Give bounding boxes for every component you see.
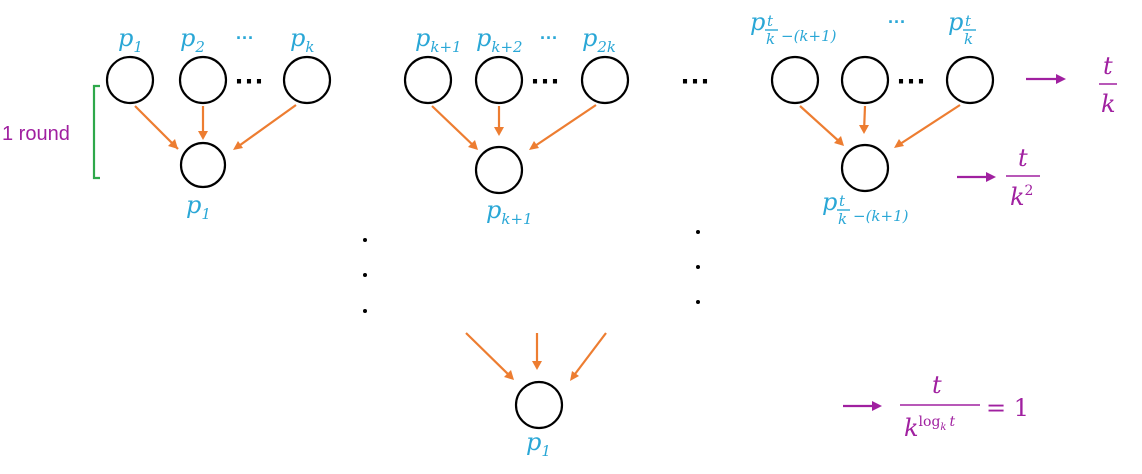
label-sub-tail: −(k+1) bbox=[853, 207, 909, 225]
label-sub-den: k bbox=[964, 30, 973, 48]
count-row2: t k2 bbox=[957, 144, 1040, 211]
group-1: p1 p2 ··· pk ⋯ p1 bbox=[105, 24, 332, 223]
count-den: k2 bbox=[1010, 183, 1033, 211]
node-p2 bbox=[178, 55, 228, 105]
label-sub-den: k bbox=[838, 210, 847, 228]
arrowhead bbox=[529, 141, 539, 150]
arrowhead bbox=[233, 141, 243, 150]
arrowhead bbox=[570, 371, 579, 381]
count-arrowhead bbox=[1056, 74, 1066, 84]
arrowhead bbox=[532, 361, 542, 370]
node-p2k bbox=[580, 55, 630, 105]
node-ellipsis: ⋯ bbox=[234, 65, 264, 98]
arrowhead bbox=[834, 136, 844, 146]
group-2: pk+1 pk+2 ··· p2k ⋯ pk+1 bbox=[403, 24, 630, 228]
label-level1-g3: p bbox=[822, 188, 837, 216]
count-num: t bbox=[1103, 52, 1113, 80]
arrowhead bbox=[894, 139, 904, 148]
vertical-ellipsis-right bbox=[696, 230, 700, 304]
label-sub-den: k bbox=[766, 30, 775, 48]
label-ellipsis: ··· bbox=[888, 12, 906, 32]
node-pk bbox=[282, 55, 332, 105]
arrow bbox=[896, 104, 961, 147]
node-ellipsis: ⋯ bbox=[896, 65, 926, 98]
arrow bbox=[235, 104, 297, 149]
label-p1: p1 bbox=[118, 24, 143, 56]
node-g3-second bbox=[840, 55, 890, 105]
groups-ellipsis: ⋯ bbox=[680, 65, 710, 98]
arrowhead bbox=[168, 139, 178, 149]
node-level1-p1 bbox=[179, 141, 227, 189]
arrow bbox=[531, 104, 597, 149]
label-sub-num: t bbox=[767, 12, 774, 30]
label-sub-tail: −(k+1) bbox=[781, 27, 837, 45]
arrowhead bbox=[468, 140, 478, 150]
count-den: k bbox=[1101, 90, 1116, 118]
node-ellipsis: ⋯ bbox=[530, 65, 560, 98]
count-num: t bbox=[1018, 144, 1028, 172]
label-pk1: pk+1 bbox=[415, 24, 462, 56]
label-root: p1 bbox=[526, 428, 551, 460]
vertical-ellipsis-left bbox=[363, 238, 367, 313]
arrowhead bbox=[494, 127, 504, 136]
label-pk: pk bbox=[290, 24, 314, 56]
arrowhead bbox=[859, 125, 869, 134]
node-pk1 bbox=[403, 55, 453, 105]
count-arrowhead bbox=[872, 401, 882, 411]
arrowhead bbox=[504, 370, 514, 380]
label-p2: p2 bbox=[180, 24, 205, 56]
node-g3-first bbox=[770, 55, 820, 105]
count-row1: t k bbox=[1026, 52, 1117, 118]
label-ellipsis: ··· bbox=[540, 28, 558, 48]
group-3: p t k −(k+1) ··· p t k ⋯ p t k −(k+1) bbox=[750, 8, 995, 228]
label-sub-num: t bbox=[965, 12, 972, 30]
arrow bbox=[465, 332, 513, 379]
label-p-t-over-k: p bbox=[948, 8, 963, 36]
arrow bbox=[134, 105, 179, 150]
arrow bbox=[431, 105, 477, 149]
node-g3-last bbox=[945, 55, 995, 105]
label-p2k: p2k bbox=[582, 24, 616, 56]
root-group: p1 bbox=[465, 332, 607, 460]
label-sub-num: t bbox=[839, 192, 846, 210]
arrow bbox=[571, 332, 607, 379]
node-p1 bbox=[105, 55, 155, 105]
node-level1-g3 bbox=[840, 143, 890, 193]
round-label: 1 round bbox=[2, 123, 70, 145]
label-p-t-over-k-minus-k1: p bbox=[750, 8, 765, 36]
label-level1-p1: p1 bbox=[186, 191, 211, 223]
label-ellipsis: ··· bbox=[236, 28, 254, 48]
count-equals: = 1 bbox=[986, 394, 1029, 422]
arrow bbox=[799, 105, 843, 145]
arrowhead bbox=[198, 131, 208, 140]
round-bracket: 1 round bbox=[2, 84, 100, 180]
node-pk2 bbox=[474, 55, 524, 105]
count-arrowhead bbox=[986, 172, 996, 182]
label-pk2: pk+2 bbox=[476, 24, 523, 56]
node-root bbox=[514, 380, 564, 430]
node-level1-pk1 bbox=[474, 145, 524, 195]
label-level1-pk1: pk+1 bbox=[486, 196, 533, 228]
count-num: t bbox=[932, 371, 942, 399]
